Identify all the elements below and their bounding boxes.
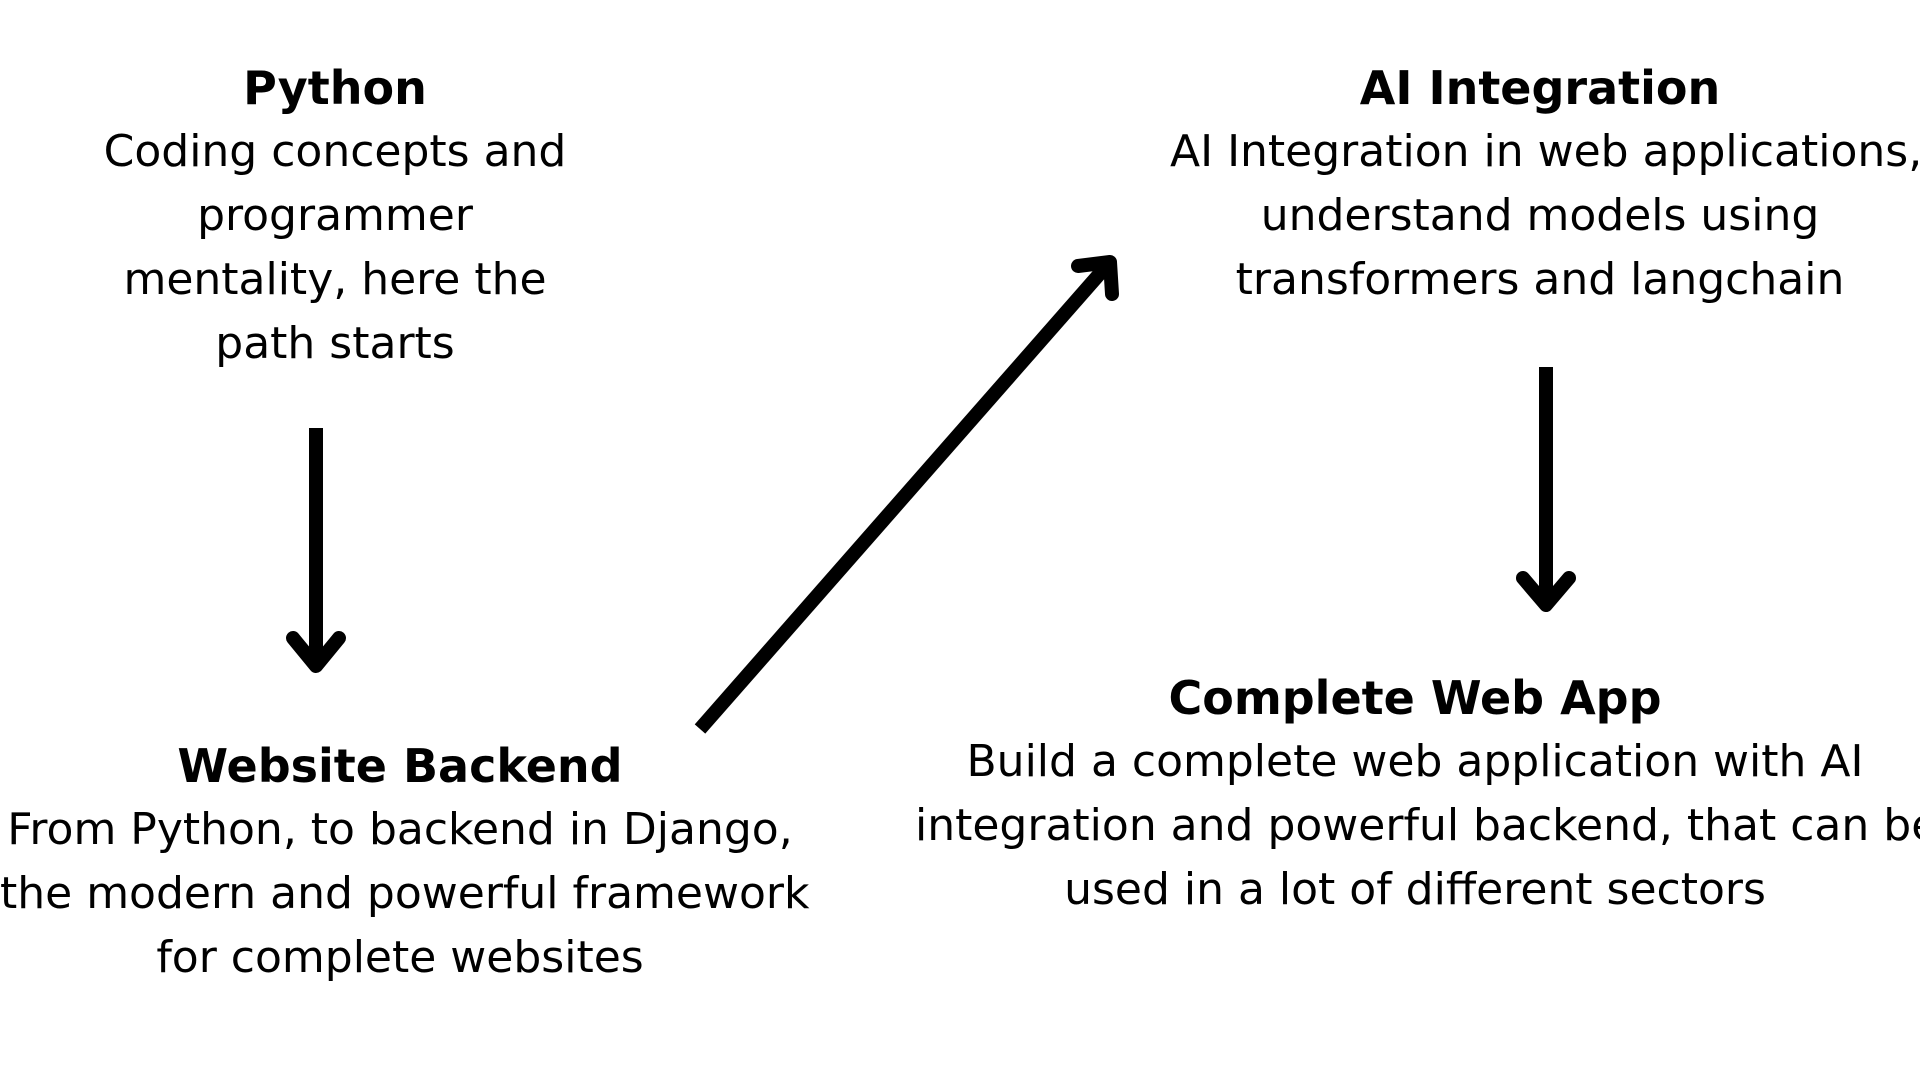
node-description: Coding concepts and programmer mentality… [95,120,575,376]
arrow-python-to-backend [286,428,346,673]
arrow-head [1516,571,1576,612]
description-line: From Python, to backend in Django, [7,804,793,855]
node-title: Python [243,61,427,115]
node-website-backend: Website Backend From Python, to backend … [0,734,810,990]
arrow-ai-to-webapp [1516,367,1576,612]
arrow-shaft [694,257,1116,734]
node-description: Build a complete web application with AI… [915,730,1920,922]
arrow-head [1071,255,1119,301]
description-line: mentality, here the [123,254,547,305]
description-line: integration and powerful backend, that c… [915,800,1920,851]
arrow-backend-to-ai [694,255,1119,734]
description-line: transformers and langchain [1235,254,1845,305]
description-line: path starts [215,318,455,369]
node-title: AI Integration [1359,61,1721,115]
node-title: Website Backend [177,739,623,793]
node-description: From Python, to backend in Django, the m… [0,798,810,990]
description-line: AI Integration in web applications, [1170,126,1920,177]
description-line: the modern and powerful framework [0,868,810,919]
node-python: Python Coding concepts and programmer me… [95,56,575,376]
node-ai-integration: AI Integration AI Integration in web app… [1170,56,1920,312]
description-line: for complete websites [156,932,644,983]
description-line: programmer [197,190,473,241]
description-line: Build a complete web application with AI [966,736,1864,787]
description-line: Coding concepts and [103,126,567,177]
node-complete-web-app: Complete Web App Build a complete web ap… [915,666,1920,922]
arrow-head [286,631,346,673]
node-description: AI Integration in web applications, unde… [1170,120,1920,312]
node-title: Complete Web App [1168,671,1662,725]
description-line: used in a lot of different sectors [1064,864,1766,915]
description-line: understand models using [1260,190,1820,241]
